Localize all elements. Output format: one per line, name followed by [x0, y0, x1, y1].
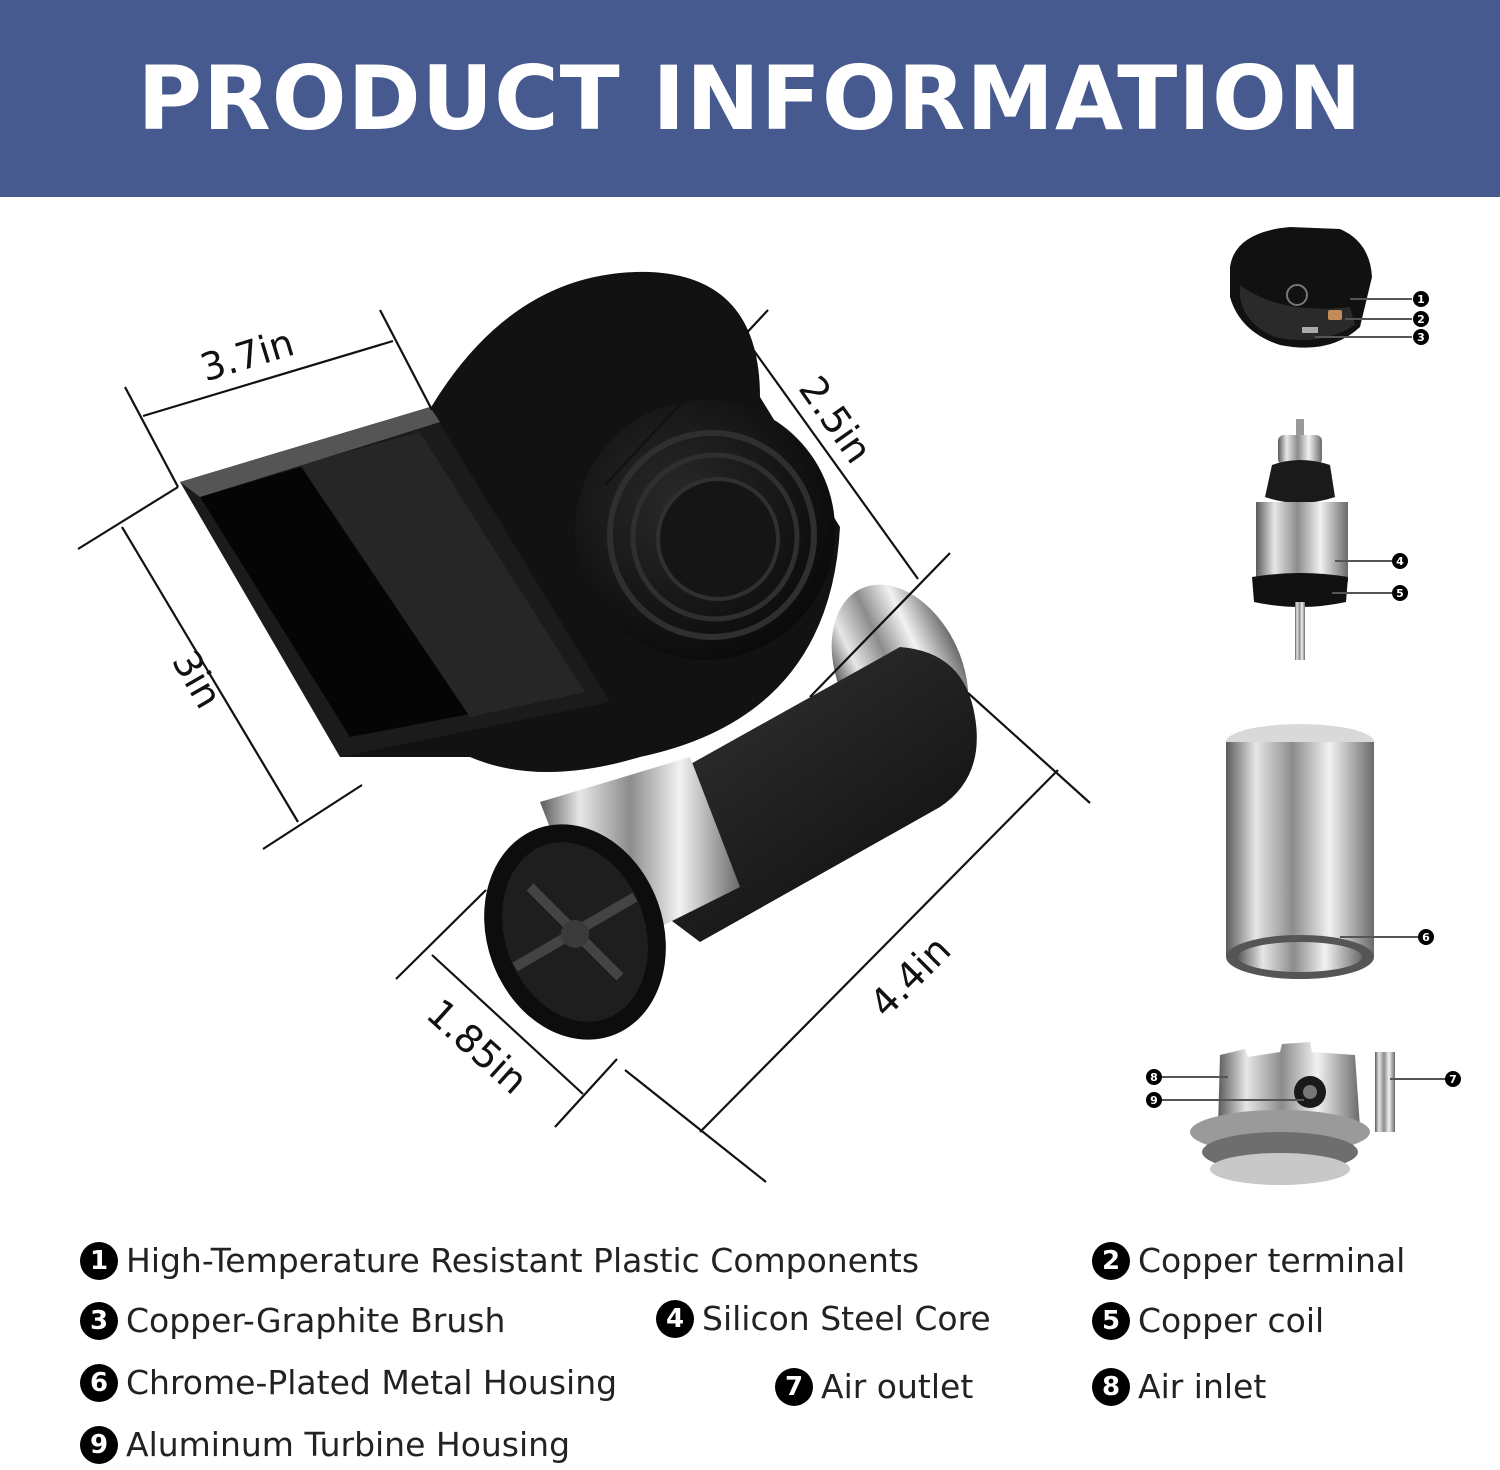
legend-badge-8: 8 — [1092, 1367, 1130, 1406]
legend-text-5: Copper coil — [1138, 1301, 1325, 1340]
legend-item-6: 6 Chrome-Plated Metal Housing — [80, 1363, 617, 1402]
header-banner: PRODUCT INFORMATION — [0, 0, 1500, 197]
legend-badge-6: 6 — [80, 1363, 118, 1402]
callouts-part-2 — [1332, 560, 1392, 594]
callout-9: 9 — [1150, 1094, 1158, 1107]
callout-1: 1 — [1417, 293, 1425, 306]
product-figure: 3.7in 3in 2.5in 4.4in 1.85in — [77, 227, 1461, 1185]
length-dimension-label: 4.4in — [861, 927, 959, 1025]
chrome-housing-image — [1226, 724, 1374, 979]
horn-product-image — [180, 271, 977, 1040]
legend-badge-7: 7 — [775, 1367, 813, 1406]
legend-text-8: Air inlet — [1138, 1367, 1267, 1406]
callout-4: 4 — [1396, 555, 1404, 568]
plastic-end-cap-image — [1230, 227, 1372, 348]
legend-badge-5: 5 — [1092, 1301, 1130, 1340]
legend-text-9: Aluminum Turbine Housing — [126, 1425, 571, 1464]
callout-8: 8 — [1150, 1071, 1158, 1084]
legend-badge-1: 1 — [80, 1241, 118, 1280]
legend-text-3: Copper-Graphite Brush — [126, 1301, 506, 1340]
legend-item-1: 1 High-Temperature Resistant Plastic Com… — [80, 1241, 919, 1280]
legend-item-4: 4 Silicon Steel Core — [656, 1299, 991, 1338]
height-dimension-label: 3in — [163, 643, 231, 716]
legend-text-1: High-Temperature Resistant Plastic Compo… — [126, 1241, 920, 1280]
callout-7: 7 — [1449, 1073, 1457, 1086]
callout-5: 5 — [1396, 587, 1404, 600]
turbine-housing-image — [1190, 1042, 1395, 1185]
legend-item-8: 8 Air inlet — [1092, 1367, 1266, 1406]
callout-badges: 1 2 3 4 5 6 7 8 9 — [1146, 291, 1461, 1108]
callout-2: 2 — [1417, 313, 1425, 326]
legend-item-5: 5 Copper coil — [1092, 1301, 1324, 1340]
callout-6: 6 — [1422, 931, 1430, 944]
width-dimension-label: 3.7in — [195, 320, 299, 390]
legend-text-4: Silicon Steel Core — [702, 1299, 991, 1338]
legend-badge-3: 3 — [80, 1301, 118, 1340]
legend-item-3: 3 Copper-Graphite Brush — [80, 1301, 505, 1340]
callout-3: 3 — [1417, 331, 1425, 344]
callouts-part-4 — [1160, 1076, 1446, 1101]
legend-item-7: 7 Air outlet — [775, 1367, 973, 1406]
legend-text-6: Chrome-Plated Metal Housing — [126, 1363, 618, 1402]
legend-text-2: Copper terminal — [1138, 1241, 1406, 1280]
page-title: PRODUCT INFORMATION — [137, 47, 1363, 150]
dimension-lines — [77, 309, 1091, 1183]
legend-text-7: Air outlet — [821, 1367, 974, 1406]
legend-badge-4: 4 — [656, 1299, 694, 1338]
legend-item-9: 9 Aluminum Turbine Housing — [80, 1425, 570, 1464]
outlet-diameter-dimension-label: 1.85in — [418, 990, 536, 1103]
rotor-image — [1252, 419, 1348, 660]
legend-item-2: 2 Copper terminal — [1092, 1241, 1405, 1280]
callouts-part-1 — [1315, 298, 1412, 338]
legend-badge-2: 2 — [1092, 1241, 1130, 1280]
legend-badge-9: 9 — [80, 1425, 118, 1464]
